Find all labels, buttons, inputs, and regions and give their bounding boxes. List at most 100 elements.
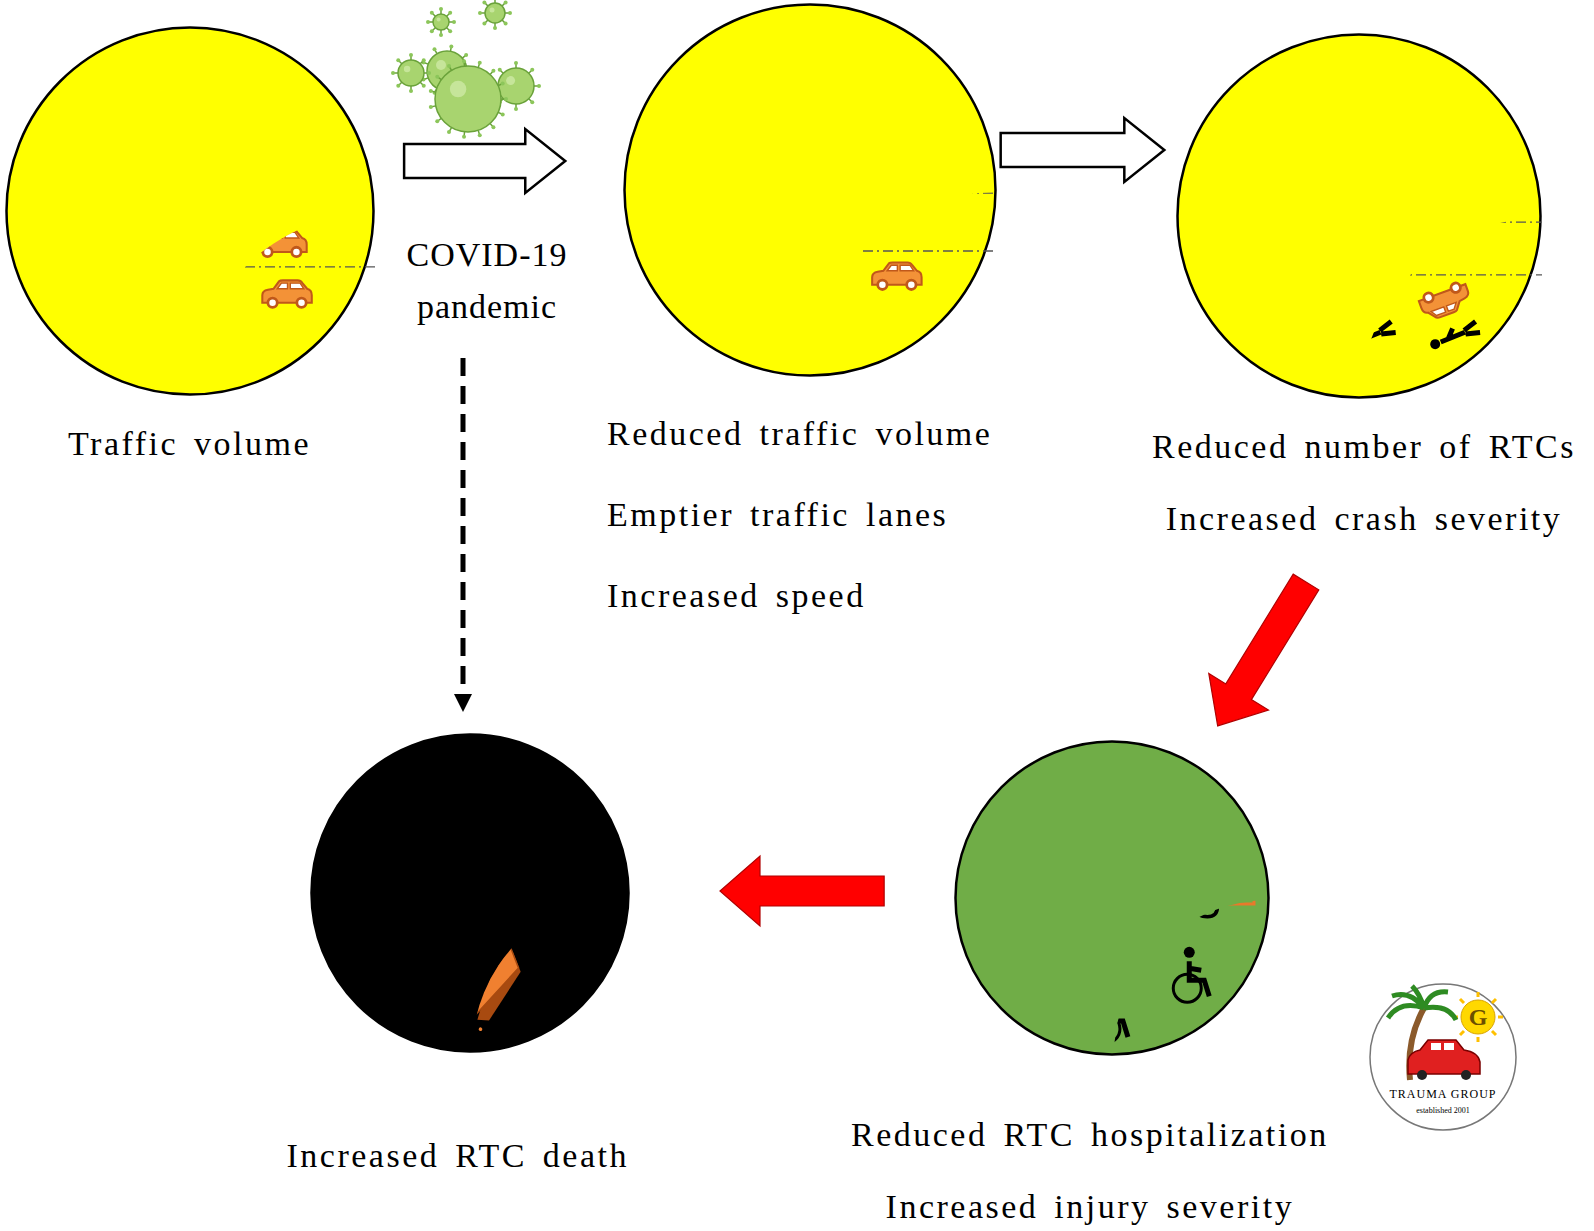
- stopwatch-icon-part: [746, 91, 749, 93]
- hospital-icon-part: [1146, 858, 1158, 868]
- stopwatch-icon-part: [731, 99, 733, 102]
- death-circle: Increased RTC death: [287, 733, 631, 1176]
- coffin-icon: [466, 841, 554, 939]
- stethoscope-icon-part: [992, 892, 1026, 942]
- virus-particle-part: [430, 11, 434, 15]
- stethoscope-icon-part: [1020, 910, 1032, 922]
- dashed-arrow-part: [461, 358, 466, 694]
- hospital-icon-part: [1202, 860, 1214, 870]
- virus-particle-part: [514, 61, 518, 65]
- hospital-icon-part: [1070, 770, 1180, 904]
- car-icon: [281, 171, 330, 198]
- stethoscope-icon-part: [1211, 885, 1223, 897]
- virus-particle-part: [530, 100, 534, 104]
- virus-particle-part: [409, 89, 413, 93]
- circle-outline: [956, 742, 1269, 1055]
- virus-particle-part: [490, 8, 495, 13]
- virus-particle-part: [429, 89, 433, 93]
- coffin-icon-part: [479, 897, 484, 902]
- coffin-icon-part: [443, 1000, 448, 1005]
- virus-particle-part: [482, 0, 486, 4]
- logo-red-car-part: [1408, 1040, 1480, 1074]
- logo-sun-part: [1461, 1000, 1495, 1034]
- dashed-arrow-part: [454, 694, 472, 712]
- car-icon: [872, 262, 921, 289]
- stopwatch-icon-part: [740, 67, 742, 70]
- virus-particle-part: [504, 0, 508, 4]
- lying-figure-part: [1353, 320, 1395, 348]
- virus-particle-part: [491, 125, 495, 129]
- hospital-icon-part: [1224, 824, 1236, 834]
- lane-line: [5, 266, 375, 267]
- coffin-icon-part: [366, 840, 435, 919]
- node-text-block: Reduced traffic volumeEmptier traffic la…: [607, 414, 992, 616]
- hospital-circle: Reduced RTC hospitalizationIncreased inj…: [851, 740, 1329, 1227]
- virus-particle-part: [439, 7, 443, 11]
- node-caption: Increased injury severity: [851, 1187, 1329, 1227]
- hospital-icon-part: [1224, 878, 1236, 888]
- car-icon: [1218, 182, 1267, 209]
- wheelchair-icon-part: [1102, 987, 1113, 998]
- virus-particle-part: [450, 81, 467, 98]
- wheelchair-icon-part: [1006, 967, 1017, 978]
- hospital-icon-part: [1180, 824, 1192, 834]
- hospital-icon-part: [1224, 860, 1236, 870]
- lane-line: [623, 192, 997, 193]
- hospital-icon-part: [1180, 842, 1192, 852]
- car-icon: [892, 168, 941, 195]
- hospital-icon-part: [1224, 842, 1236, 852]
- crash-icon-part: [1417, 147, 1427, 157]
- hospital-icon-part: [1202, 878, 1214, 888]
- car-icon: [656, 156, 705, 183]
- coffin-icon-part: [478, 909, 483, 914]
- virus-particle-part: [448, 11, 452, 15]
- virus-particle-part: [427, 71, 431, 75]
- hollow-arrow: [1001, 118, 1165, 182]
- hospital-icon-part: [1117, 780, 1133, 798]
- virus-particle-part: [447, 64, 451, 68]
- hospital-icon-part: [994, 812, 1254, 904]
- circle-shape: [1176, 33, 1542, 399]
- stopwatch-icon-part: [731, 64, 733, 67]
- circle-shape-part: [992, 770, 1254, 1043]
- coffin-icon: [351, 834, 439, 932]
- coffin-icon-part: [502, 933, 507, 938]
- virus-particle-part: [426, 20, 430, 24]
- circle-outline: [1178, 35, 1541, 398]
- crash-icon-part: [1448, 100, 1455, 110]
- stethoscope-icon-part: [1183, 867, 1217, 917]
- virus-particle-part: [448, 29, 452, 33]
- hospital-icon-part: [1024, 842, 1036, 852]
- lane-line: [5, 210, 375, 211]
- hospital-icon-part: [1004, 860, 1016, 870]
- lying-figure-part: [1344, 338, 1357, 351]
- circle-shape-part: [1176, 100, 1542, 352]
- stopwatch-icon-part: [715, 74, 718, 76]
- car-icon: [1309, 286, 1358, 313]
- virus-particle-part: [433, 14, 449, 30]
- circle-shape-part: [5, 113, 375, 308]
- edge-label: COVID-19 pandemic: [377, 229, 597, 333]
- virus-particle-part: [429, 105, 433, 109]
- virus-particle-part: [396, 58, 400, 62]
- car-icon: [1445, 194, 1494, 221]
- virus-particle-part: [391, 71, 395, 75]
- circle-shape: [954, 740, 1270, 1056]
- circle-outline: [625, 5, 996, 376]
- virus-particle-part: [398, 60, 424, 86]
- logo-red-car: [1408, 1040, 1480, 1080]
- virus-particle-part: [396, 84, 400, 88]
- virus-particle-part: [409, 53, 413, 57]
- hospital-icon-part: [1044, 824, 1056, 834]
- virus-particle-part: [482, 22, 486, 26]
- circle-shape: [623, 3, 997, 377]
- crash-icon-part: [1430, 166, 1446, 170]
- virus-particle-part: [462, 135, 466, 139]
- node-text-block: Reduced RTC hospitalizationIncreased inj…: [851, 1115, 1329, 1227]
- car-icon: [56, 171, 105, 198]
- logo-palm-tree-part: [1388, 986, 1456, 1020]
- virus-particle-part: [433, 47, 437, 51]
- stopwatch-icon-part: [713, 83, 716, 85]
- virus-particle-part: [437, 18, 441, 22]
- hospital-icon-part: [1004, 878, 1016, 888]
